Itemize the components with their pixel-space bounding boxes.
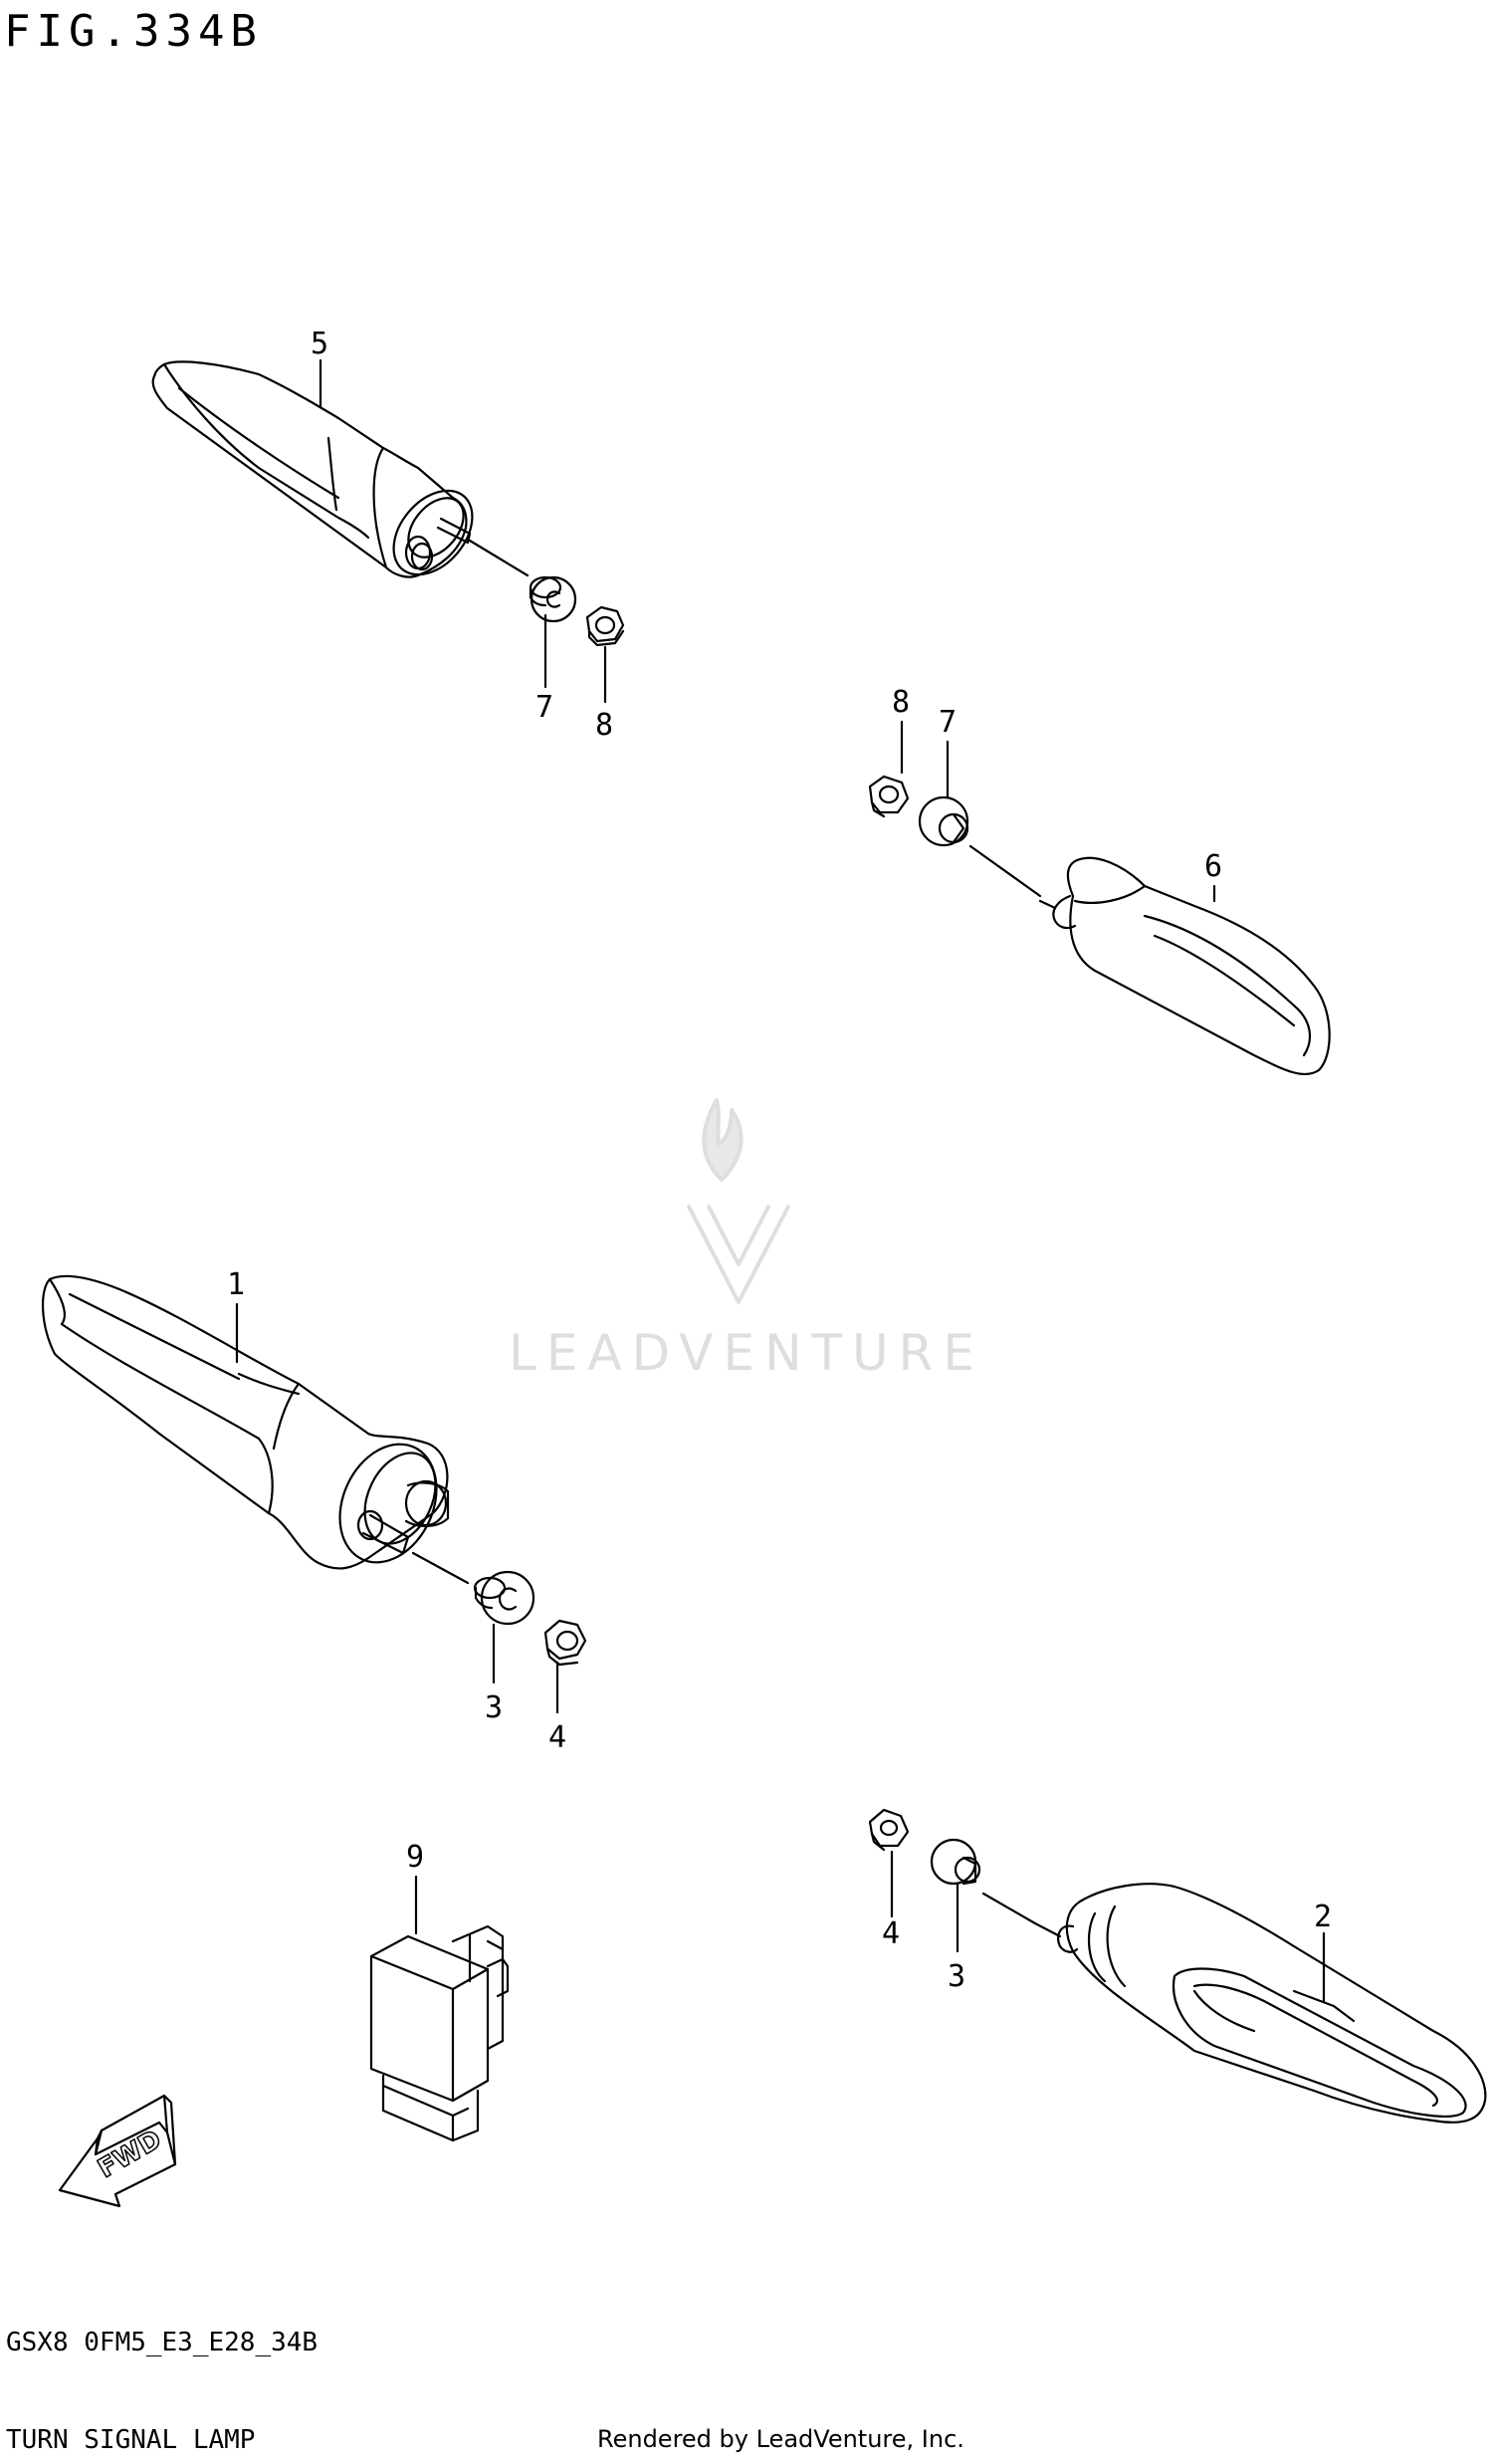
rendered-by-credit: Rendered by LeadVenture, Inc.	[597, 2425, 964, 2453]
callout-1: 1	[227, 1267, 245, 1302]
turn-signal-lamp-part-6	[968, 844, 1331, 1075]
callout-6: 6	[1204, 849, 1222, 884]
forward-direction-arrow	[58, 2094, 177, 2208]
callout-7-upper: 7	[535, 690, 553, 725]
washer-part-3-right	[930, 1838, 981, 1886]
callout-3-left: 3	[485, 1690, 503, 1725]
figure-title: FIG.334B	[4, 6, 263, 57]
callout-3-right: 3	[948, 1959, 965, 1994]
nut-part-4-left	[543, 1619, 587, 1667]
turn-signal-lamp-part-2	[981, 1883, 1487, 2124]
diagram-name: TURN SIGNAL LAMP	[6, 2425, 256, 2455]
nut-part-4-right	[868, 1808, 910, 1852]
diagram-code: GSX8 0FM5_E3_E28_34B	[6, 2328, 319, 2357]
nut-part-8-upper	[585, 605, 625, 647]
callout-2: 2	[1314, 1900, 1332, 1934]
relay-part-9	[369, 1924, 510, 2142]
nut-part-8-right	[868, 775, 910, 818]
turn-signal-lamp-part-1	[42, 1274, 470, 1585]
callout-7-right: 7	[939, 705, 957, 740]
turn-signal-lamp-part-5	[151, 360, 530, 578]
callout-8-right: 8	[892, 685, 910, 720]
washer-part-7-upper	[529, 575, 577, 623]
washer-part-7-right	[918, 795, 969, 847]
callout-9: 9	[406, 1840, 424, 1875]
watermark-text: LEADVENTURE	[509, 1324, 984, 1382]
callout-4-left: 4	[548, 1720, 566, 1755]
callout-8-upper: 8	[595, 708, 613, 743]
washer-part-3-left	[473, 1570, 535, 1626]
watermark-logo	[687, 1098, 790, 1304]
callout-5: 5	[311, 327, 328, 361]
callout-4-right: 4	[882, 1916, 900, 1951]
